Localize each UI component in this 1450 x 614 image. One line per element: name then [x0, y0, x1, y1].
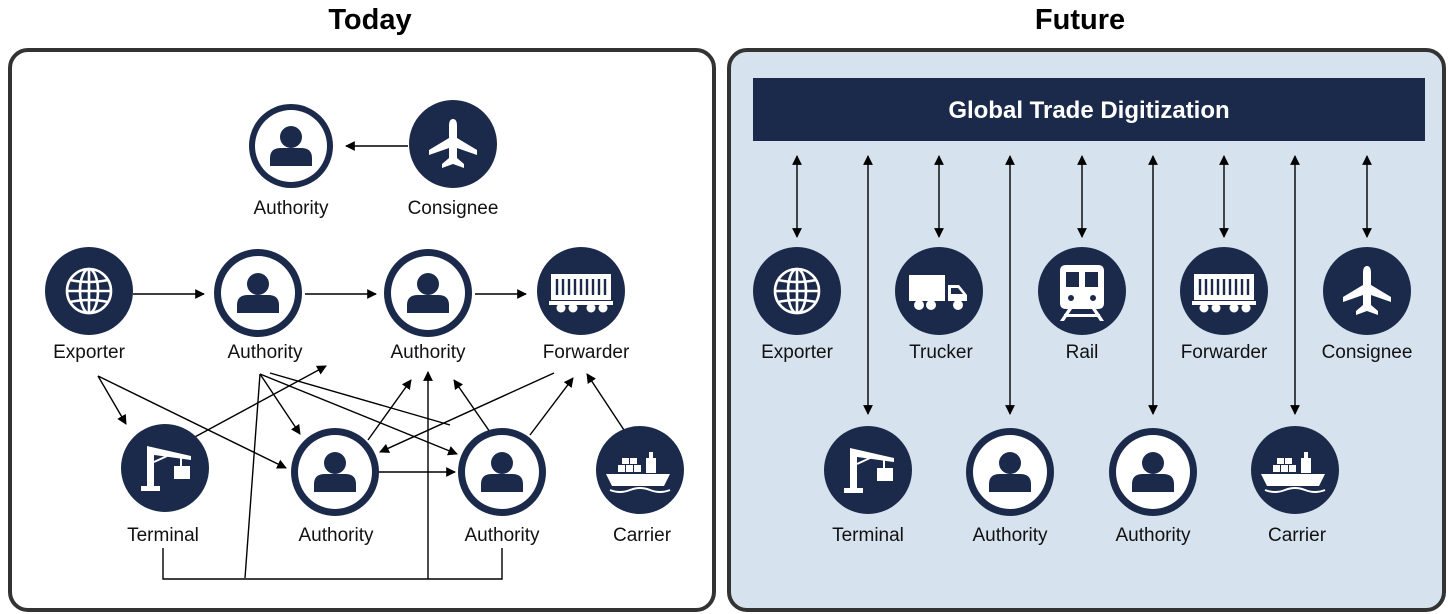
future-connectors [792, 155, 1372, 415]
node-label: Rail [1066, 342, 1099, 363]
global-trade-banner: Global Trade Digitization [753, 78, 1425, 141]
future-title: Future [1034, 4, 1126, 36]
today-authority-low2: Authority [458, 428, 546, 546]
node-label: Forwarder [1181, 342, 1268, 363]
node-label: Trucker [909, 342, 973, 363]
today-terminal: Terminal [121, 424, 209, 546]
node-label: Exporter [53, 342, 125, 363]
node-label: Consignee [408, 198, 499, 219]
future-consignee: Consignee [1322, 247, 1413, 363]
today-title: Today [328, 4, 412, 36]
today-consignee: Consignee [408, 100, 499, 219]
node-label: Authority [299, 525, 374, 546]
node-label: Exporter [761, 342, 833, 363]
node-label: Forwarder [543, 342, 630, 363]
node-label: Terminal [832, 525, 904, 546]
banner-label: Global Trade Digitization [948, 97, 1229, 124]
node-label: Carrier [1268, 525, 1327, 546]
node-label: Authority [228, 342, 303, 363]
today-connectors [97, 141, 625, 580]
globe-icon [65, 267, 113, 315]
future-rail: Rail [1038, 247, 1126, 363]
today-authority-mid1: Authority [214, 249, 303, 363]
future-authority-2: Authority [1109, 428, 1197, 546]
today-forwarder: Forwarder [537, 247, 630, 363]
future-exporter: Exporter [753, 247, 841, 363]
node-label: Carrier [613, 525, 672, 546]
today-authority-top: Authority [249, 104, 333, 219]
future-trucker: Trucker [895, 247, 983, 363]
node-label: Authority [254, 198, 329, 219]
future-forwarder: Forwarder [1180, 247, 1268, 363]
node-label: Consignee [1322, 342, 1413, 363]
today-exporter: Exporter [45, 247, 133, 363]
today-carrier: Carrier [596, 426, 684, 546]
globe-icon [773, 267, 821, 315]
today-authority-low1: Authority [291, 428, 379, 546]
future-terminal: Terminal [824, 426, 912, 546]
node-label: Authority [465, 525, 540, 546]
node-label: Authority [391, 342, 466, 363]
node-label: Authority [1116, 525, 1191, 546]
today-authority-mid2: Authority [384, 249, 472, 363]
future-authority-1: Authority [966, 428, 1054, 546]
node-label: Authority [973, 525, 1048, 546]
future-carrier: Carrier [1251, 426, 1339, 546]
node-label: Terminal [127, 525, 199, 546]
